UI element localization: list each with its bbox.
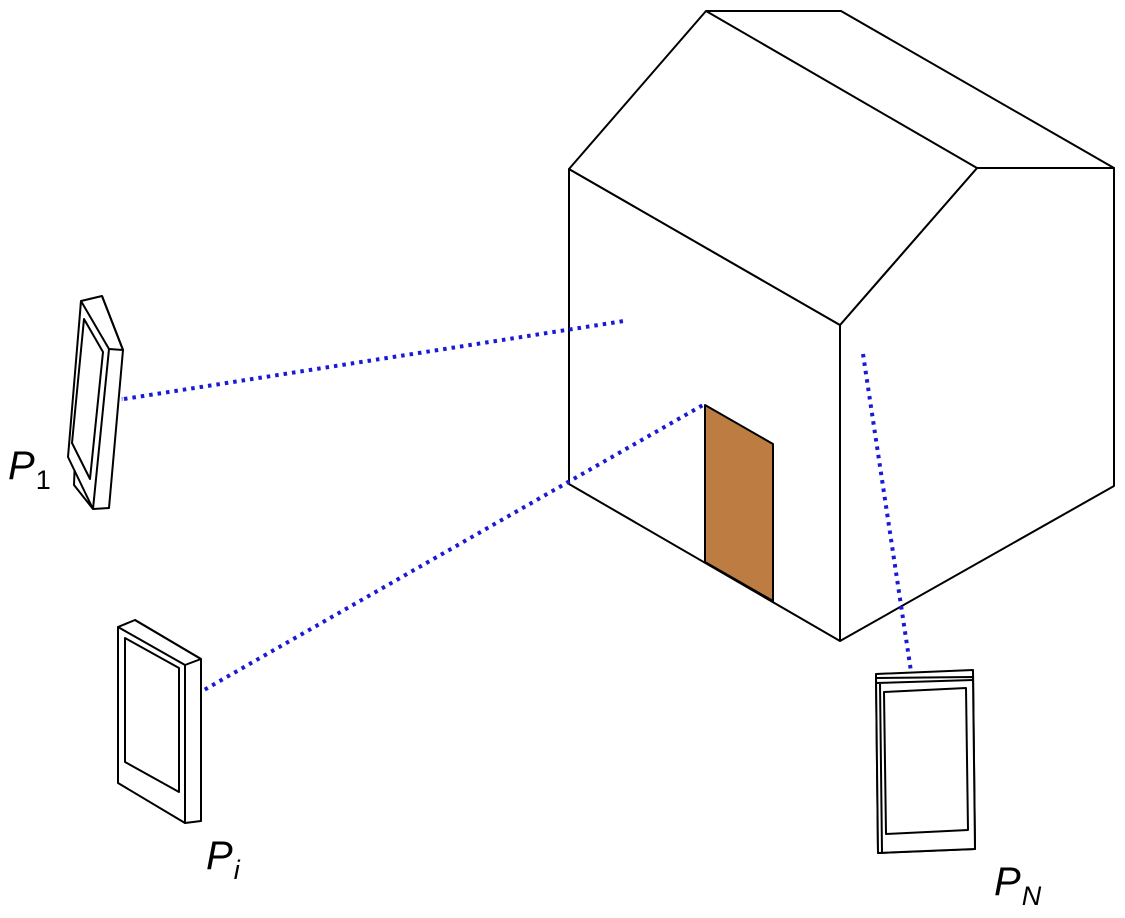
label-pi-main: P	[206, 834, 233, 878]
label-pn-sub: N	[1021, 881, 1042, 911]
phone-pn-screen	[883, 687, 969, 835]
label-p1-sub: 1	[35, 465, 51, 495]
ray-pi	[189, 403, 704, 700]
label-pi-sub: i	[233, 855, 240, 885]
phone-pn-left-edge	[879, 683, 883, 853]
ray-pn	[861, 353, 914, 679]
phone-pn-top-edge	[875, 679, 974, 684]
label-pn-main: P	[994, 860, 1021, 904]
label-pn: PN	[994, 860, 1041, 910]
phone-p1-screen	[71, 318, 104, 480]
phone-pi-top-edge	[134, 619, 202, 666]
label-p1: P1	[8, 444, 51, 494]
phone-pi-screen	[124, 637, 180, 793]
house-door	[704, 404, 774, 602]
phone-pi	[117, 619, 202, 824]
ray-p1	[123, 319, 625, 401]
phone-p1-edge	[101, 295, 124, 351]
roof-ridge-edge	[705, 10, 978, 169]
phone-pn	[875, 669, 976, 854]
label-pi: Pi	[206, 834, 240, 884]
phone-p1	[67, 295, 124, 510]
label-p1-main: P	[8, 444, 35, 488]
house	[568, 10, 1115, 642]
